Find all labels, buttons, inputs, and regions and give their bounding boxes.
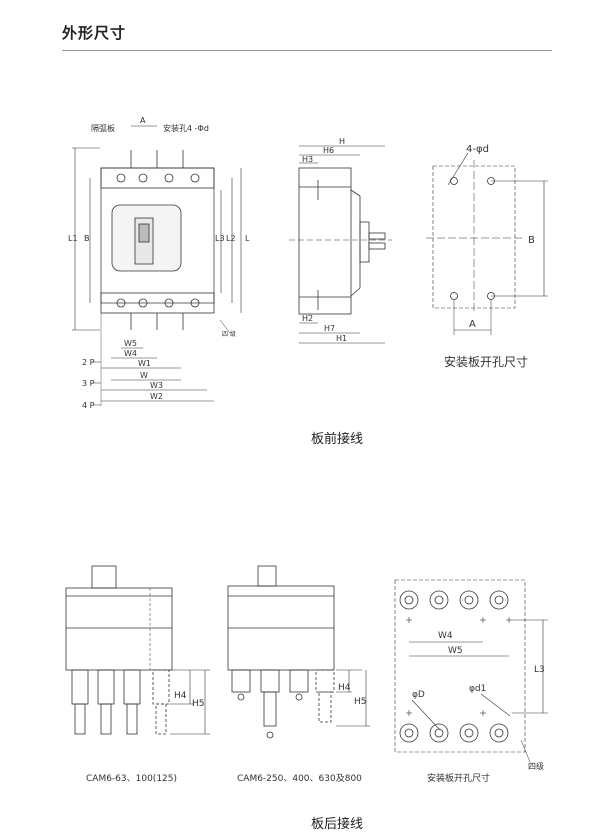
dim-w1-label: W1	[138, 359, 151, 368]
rear-four-level-label: 四级	[528, 761, 544, 771]
dim-l3-label: L3	[215, 234, 225, 243]
dim-w4-label: W4	[124, 349, 137, 358]
dim-h2-label: H2	[302, 314, 313, 323]
dim-h1-label: H1	[336, 334, 347, 343]
arc-plate-label: 隔弧板	[91, 123, 115, 133]
rear-small-model-drawing	[65, 565, 210, 735]
dim-h7-label: H7	[324, 324, 335, 333]
dim-h3-label: H3	[302, 155, 313, 164]
pole-2p-label: 2 P	[82, 358, 95, 367]
rear-wiring-caption: 板后接线	[311, 817, 364, 832]
dim-l1-label: L1	[68, 234, 78, 243]
rear-l3-label: L3	[534, 665, 545, 675]
dim-l2-label: L2	[226, 234, 236, 243]
four-level-label: 四 级	[222, 330, 236, 338]
large-h4-label: H4	[338, 683, 351, 693]
small-h5-label: H5	[192, 699, 205, 709]
dim-w-label: W	[140, 371, 148, 380]
dim-h-label: H	[339, 137, 345, 146]
pole-3p-label: 3 P	[82, 379, 95, 388]
side-view-drawing	[289, 145, 392, 344]
dim-a-label: A	[140, 116, 146, 125]
rear-w5-label: W5	[448, 646, 463, 656]
panel-hole-label: 4-φd	[466, 144, 489, 155]
dim-l-label: L	[245, 234, 250, 243]
panel-a-label: A	[469, 319, 476, 330]
page-title: 外形尺寸	[62, 24, 127, 42]
rear-large-model-drawing	[227, 565, 370, 739]
title-divider	[62, 50, 552, 51]
dim-w2-label: W2	[150, 392, 163, 401]
pole-4p-label: 4 P	[82, 401, 95, 410]
rear-panel-cutout-caption: 安装板开孔尺寸	[427, 774, 491, 784]
rear-w4-label: W4	[438, 631, 453, 641]
rear-phi-d1-label: φd1	[469, 684, 486, 694]
rear-panel-cutout-drawing	[394, 579, 548, 763]
panel-b-label: B	[528, 235, 535, 246]
front-panel-cutout-drawing	[426, 152, 548, 335]
front-view-drawing	[72, 125, 242, 406]
dim-w3-label: W3	[150, 381, 163, 390]
dim-b-label: B	[84, 234, 90, 243]
dim-h6-label: H6	[323, 146, 334, 155]
front-panel-cutout-caption: 安装板开孔尺寸	[444, 355, 529, 369]
large-model-caption: CAM6-250、400、630及800	[237, 774, 362, 784]
small-model-caption: CAM6-63、100(125)	[86, 774, 178, 784]
large-h5-label: H5	[354, 697, 367, 707]
dim-w5-label: W5	[124, 339, 137, 348]
front-wiring-caption: 板前接线	[311, 432, 364, 447]
small-h4-label: H4	[174, 691, 187, 701]
mount-hole-label: 安装孔4 -Φd	[163, 123, 209, 133]
rear-phi-d-label: φD	[412, 690, 425, 700]
